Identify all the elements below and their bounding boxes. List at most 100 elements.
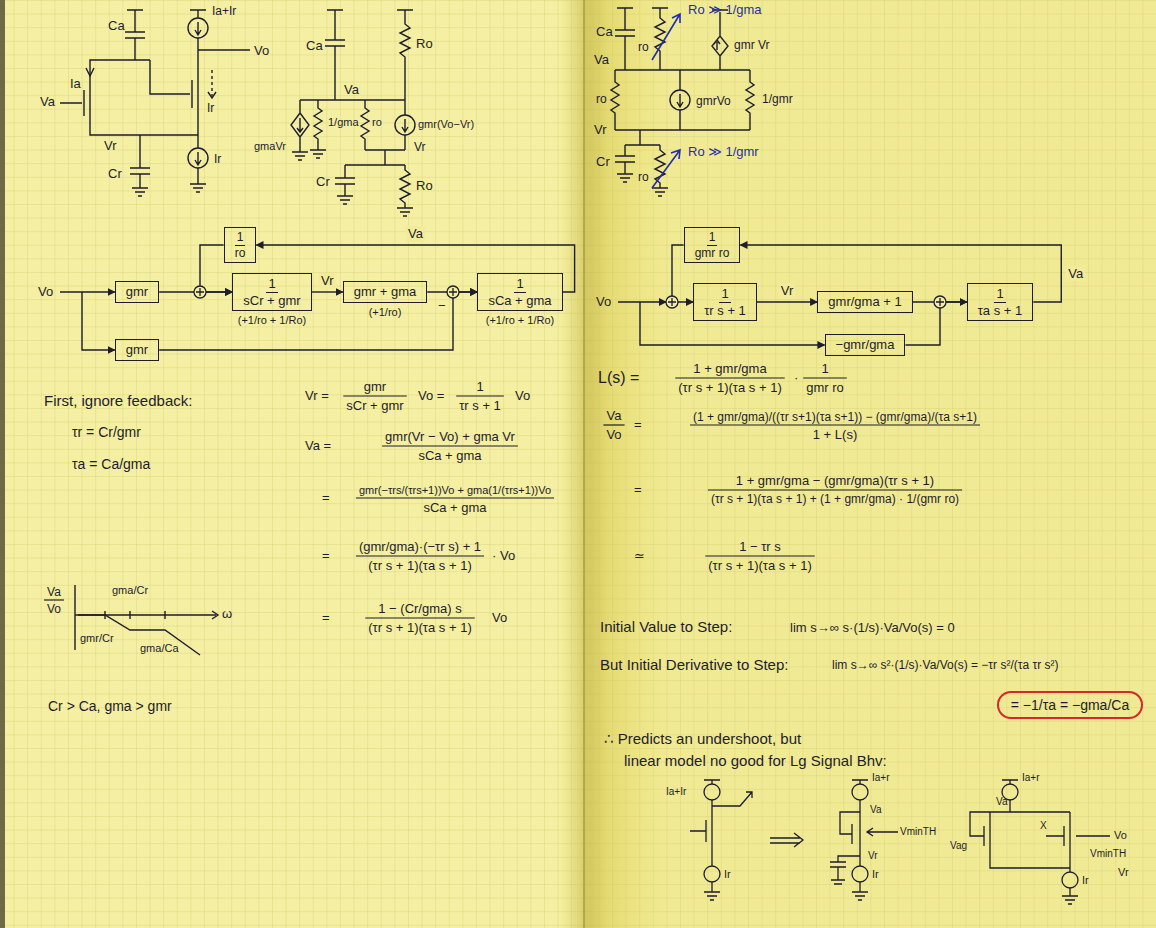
simplified-model xyxy=(611,70,619,130)
fraction-bar xyxy=(708,489,962,490)
handwritten-note: gmr(Vo−Vr) xyxy=(418,118,474,131)
equation-term: (τr s + 1)(τa s + 1) + (1 + gmr/gma) · 1… xyxy=(711,492,959,506)
handwritten-note: gmr/Cr xyxy=(80,632,114,645)
handwritten-note: lim s→∞ s²·(1/s)·Va/Vo(s) = −τr s²/(τa τ… xyxy=(832,658,1059,672)
handwritten-note: Vr xyxy=(1118,866,1129,879)
fraction-bar xyxy=(382,445,518,446)
simplified-model xyxy=(670,90,690,110)
transfer-block: gmr + gma(+1/ro) xyxy=(343,281,428,319)
handwritten-note: Initial Value to Step: xyxy=(600,618,732,636)
equation-term: gmr xyxy=(364,379,386,395)
equation-term: τr s + 1 xyxy=(459,398,501,414)
handwritten-note: Cr > Ca, gma > gmr xyxy=(48,698,172,715)
handwritten-note: − xyxy=(438,298,446,314)
large-signal-sketch xyxy=(704,784,720,800)
block-outline: gmr xyxy=(115,339,159,361)
block-outline: gmr/gma + 1 xyxy=(817,291,912,313)
block-note: (+1/ro + 1/Ro) xyxy=(238,314,306,327)
handwritten-note: Cr xyxy=(316,174,330,190)
transistor-schematic xyxy=(150,38,198,148)
block-text: gmr/gma + 1 xyxy=(826,294,903,310)
large-signal-sketch xyxy=(1062,888,1078,904)
block-text: gmr xyxy=(124,342,150,358)
callout-outline: = −1/τa = −gma/Ca xyxy=(997,691,1143,720)
fraction-bar xyxy=(343,395,406,396)
handwritten-note: Ia+r xyxy=(872,772,890,784)
handwritten-note: Vo xyxy=(492,610,507,626)
equation-term: (τr s + 1)(τa s + 1) xyxy=(368,558,471,574)
handwritten-note: Ca xyxy=(596,24,613,40)
handwritten-note: Vag xyxy=(950,840,967,852)
transfer-block: 1ro xyxy=(224,227,257,263)
transistor-schematic xyxy=(190,152,206,192)
handwritten-note: Cr xyxy=(596,154,610,170)
simplified-model xyxy=(712,10,728,70)
signal-connector xyxy=(905,302,966,345)
simplified-model xyxy=(615,69,750,70)
input-wire xyxy=(640,302,825,345)
block-text: gmr ro xyxy=(693,246,732,260)
handwritten-note: ro xyxy=(638,40,649,54)
handwritten-note: Ro ≫ 1/gma xyxy=(688,2,762,18)
equation-term: Va xyxy=(607,408,622,424)
annotation-arrow xyxy=(652,150,680,188)
equation-term: (τr s + 1)(τa s + 1) xyxy=(678,380,781,396)
handwritten-note: Ir xyxy=(214,152,221,166)
transfer-block: 1gmr ro xyxy=(684,227,741,263)
handwritten-note: · xyxy=(794,370,798,386)
handwritten-note: Ia+r xyxy=(1022,772,1040,784)
handwritten-note: Vo xyxy=(515,388,530,404)
small-signal-model xyxy=(325,10,345,100)
block-text: sCa + gma xyxy=(486,293,553,309)
transistor-schematic xyxy=(211,70,212,96)
bode-sketch xyxy=(78,615,200,655)
handwritten-note: Ir xyxy=(872,868,879,881)
large-signal-sketch xyxy=(852,866,868,882)
result-callout: = −1/τa = −gma/Ca xyxy=(997,691,1143,720)
handwritten-note: ro xyxy=(372,116,382,129)
block-text: 1 xyxy=(719,286,730,303)
handwritten-note: L(s) = xyxy=(598,368,639,387)
block-note: (+1/ro + 1/Ro) xyxy=(486,314,554,327)
block-outline: 1τr s + 1 xyxy=(693,283,757,321)
small-signal-model xyxy=(300,99,405,100)
simplified-model xyxy=(615,130,750,145)
handwritten-note: Ia+Ir xyxy=(666,786,686,798)
handwritten-note: Ir xyxy=(207,101,214,115)
summing-junction xyxy=(447,286,459,298)
summing-junction xyxy=(666,296,678,308)
handwritten-note: Ir xyxy=(1082,874,1089,887)
small-signal-model xyxy=(361,100,369,150)
fraction-bar xyxy=(705,555,814,556)
handwritten-note: ro xyxy=(596,92,607,106)
large-signal-sketch xyxy=(852,784,868,800)
handwritten-note: Vr = xyxy=(305,388,329,404)
block-outline: −gmr/gma xyxy=(825,334,906,356)
signal-connector xyxy=(200,245,232,292)
handwritten-note: gma/Ca xyxy=(140,642,179,655)
handwritten-note: Ro xyxy=(416,178,433,194)
fraction-bar xyxy=(603,424,624,425)
handwritten-note: = xyxy=(322,610,330,626)
handwritten-note: Vo xyxy=(254,43,269,59)
handwritten-note: = xyxy=(322,490,330,506)
handwritten-note: Ro xyxy=(416,36,433,52)
equation-term: 1 + gmr/gma − (gmr/gma)(τr s + 1) xyxy=(736,473,934,489)
transistor-schematic xyxy=(60,10,250,196)
handwritten-note: Va xyxy=(870,804,882,816)
handwritten-note: Vo xyxy=(1114,829,1127,842)
handwritten-note: Vr xyxy=(868,850,878,862)
handwritten-note: Cr xyxy=(108,166,122,182)
transistor-schematic xyxy=(198,49,250,50)
signal-connector xyxy=(757,301,818,302)
paper xyxy=(560,0,670,928)
signal-name: Vr xyxy=(319,273,336,289)
block-text: gmr + gma xyxy=(352,284,419,300)
signal-connector xyxy=(159,292,477,350)
equation-term: gmr ro xyxy=(806,380,844,396)
large-signal-sketch xyxy=(970,800,1070,868)
